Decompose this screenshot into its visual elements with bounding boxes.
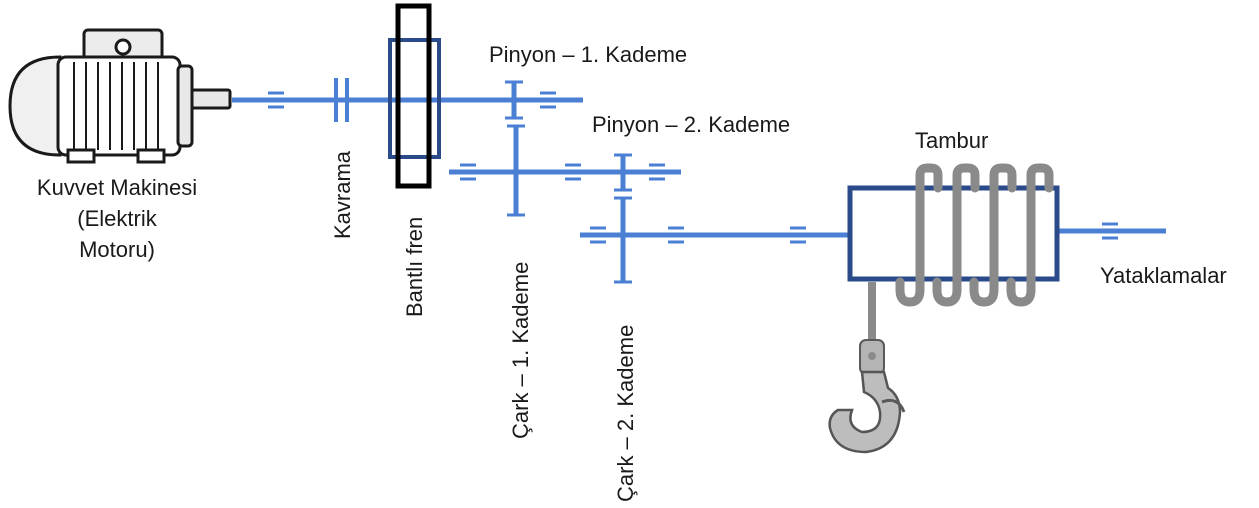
rope-windings bbox=[895, 163, 1054, 307]
gear-1 bbox=[507, 124, 525, 217]
coupling-label: Kavrama bbox=[330, 150, 355, 239]
bearing-symbol bbox=[268, 91, 284, 109]
gear-1-label: Çark – 1. Kademe bbox=[508, 262, 533, 439]
motor-label-line3: Motoru) bbox=[79, 237, 155, 262]
bearing-symbol bbox=[590, 226, 606, 244]
pinion-2-gear bbox=[614, 153, 632, 192]
bearings-label: Yataklamalar bbox=[1100, 263, 1227, 288]
bearing-symbol bbox=[460, 163, 476, 181]
brake-drum bbox=[388, 38, 441, 159]
bearing-symbol bbox=[540, 91, 556, 109]
electric-motor-icon bbox=[8, 28, 232, 164]
bearing-symbol bbox=[790, 226, 806, 244]
pinion-1-label: Pinyon – 1. Kademe bbox=[489, 42, 687, 67]
motor-label-line2: (Elektrik bbox=[77, 206, 157, 231]
bearing-symbol bbox=[668, 226, 684, 244]
drum-label: Tambur bbox=[915, 128, 988, 153]
gear-2 bbox=[614, 196, 632, 284]
gear-2-label: Çark – 2. Kademe bbox=[613, 325, 638, 502]
motor-label: Kuvvet Makinesi (Elektrik Motoru) bbox=[37, 175, 197, 262]
band-brake-label: Bantlı fren bbox=[402, 217, 427, 317]
crane-hook-icon bbox=[828, 339, 906, 454]
pinion-2-label: Pinyon – 2. Kademe bbox=[592, 112, 790, 137]
bearing-symbol bbox=[649, 163, 665, 181]
motor-label-line1: Kuvvet Makinesi bbox=[37, 175, 197, 200]
bearing-symbol bbox=[565, 163, 581, 181]
pinion-1-gear bbox=[505, 80, 523, 120]
band-brake-frame bbox=[395, 3, 432, 189]
bearing-symbol bbox=[1102, 222, 1118, 240]
coupling-symbol bbox=[334, 78, 349, 122]
